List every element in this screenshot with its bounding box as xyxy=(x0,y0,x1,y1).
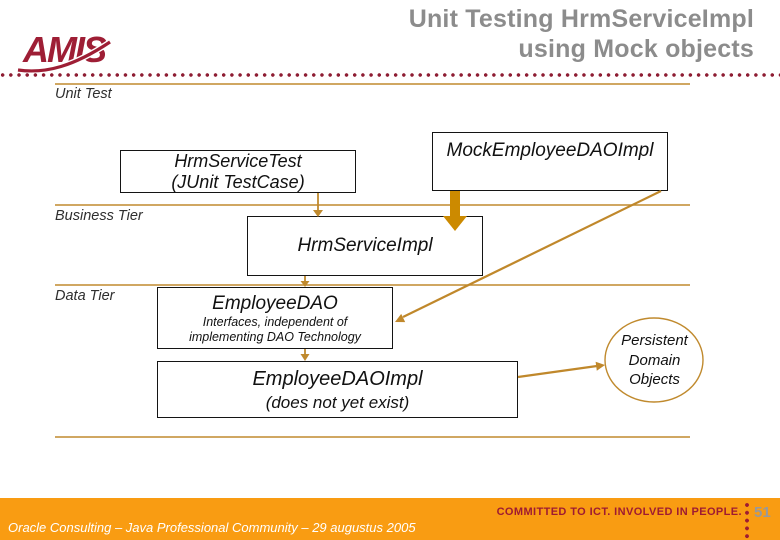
box-mock-employee-dao-impl-label: MockEmployeeDAOImpl xyxy=(446,140,654,161)
footer-dotted-divider xyxy=(744,502,750,540)
arrow-dao-to-daoimpl-head xyxy=(300,354,310,361)
tier-label-business: Business Tier xyxy=(55,208,143,224)
box-employee-dao-impl-line2: (does not yet exist) xyxy=(265,392,410,412)
amis-logo-swoosh xyxy=(17,40,111,73)
slide-title-line1: Unit Testing HrmServiceImpl xyxy=(408,5,754,33)
dotted-divider xyxy=(0,72,780,78)
tier-label-data: Data Tier xyxy=(55,288,115,304)
box-employee-dao-title: EmployeeDAO xyxy=(212,292,338,314)
box-employee-dao-subtitle-line2: implementing DAO Technology xyxy=(189,329,361,344)
box-hrm-service-impl-label: HrmServiceImpl xyxy=(297,235,433,256)
box-hrm-service-test: HrmServiceTest (JUnit TestCase) xyxy=(120,150,356,193)
box-employee-dao-impl: EmployeeDAOImpl (does not yet exist) xyxy=(157,361,518,418)
arrow-mock-to-impl xyxy=(450,191,460,217)
box-employee-dao-subtitle-line1: Interfaces, independent of xyxy=(202,314,348,329)
persistent-line3: Objects xyxy=(629,371,680,388)
box-hrm-service-test-line2: (JUnit TestCase) xyxy=(171,171,305,192)
persistent-line1: Persistent xyxy=(621,332,688,349)
footer-bar: Oracle Consulting – Java Professional Co… xyxy=(0,498,780,540)
slide-title: Unit Testing HrmServiceImpl using Mock o… xyxy=(409,4,754,64)
persistent-domain-objects-label: Persistent Domain Objects xyxy=(604,331,705,390)
arrow-mock-to-dao-head xyxy=(395,313,406,323)
footer-credit: Oracle Consulting – Java Professional Co… xyxy=(8,520,416,535)
footer-tagline: COMMITTED TO ICT. INVOLVED IN PEOPLE. xyxy=(496,506,742,518)
arrow-daoimpl-to-domain xyxy=(517,364,598,379)
persistent-line2: Domain xyxy=(628,351,681,369)
box-employee-dao: EmployeeDAO Interfaces, independent of i… xyxy=(157,287,393,349)
box-employee-dao-impl-line1: EmployeeDAOImpl xyxy=(252,367,423,390)
slide-title-line2: using Mock objects xyxy=(518,35,754,63)
box-mock-employee-dao-impl: MockEmployeeDAOImpl xyxy=(432,132,668,191)
box-hrm-service-impl: HrmServiceImpl xyxy=(247,216,483,276)
box-hrm-service-test-line1: HrmServiceTest xyxy=(174,150,302,171)
page-number: 51 xyxy=(754,504,771,521)
section-label-unit-test: Unit Test xyxy=(55,86,112,102)
amis-logo: AMIS xyxy=(17,29,112,74)
